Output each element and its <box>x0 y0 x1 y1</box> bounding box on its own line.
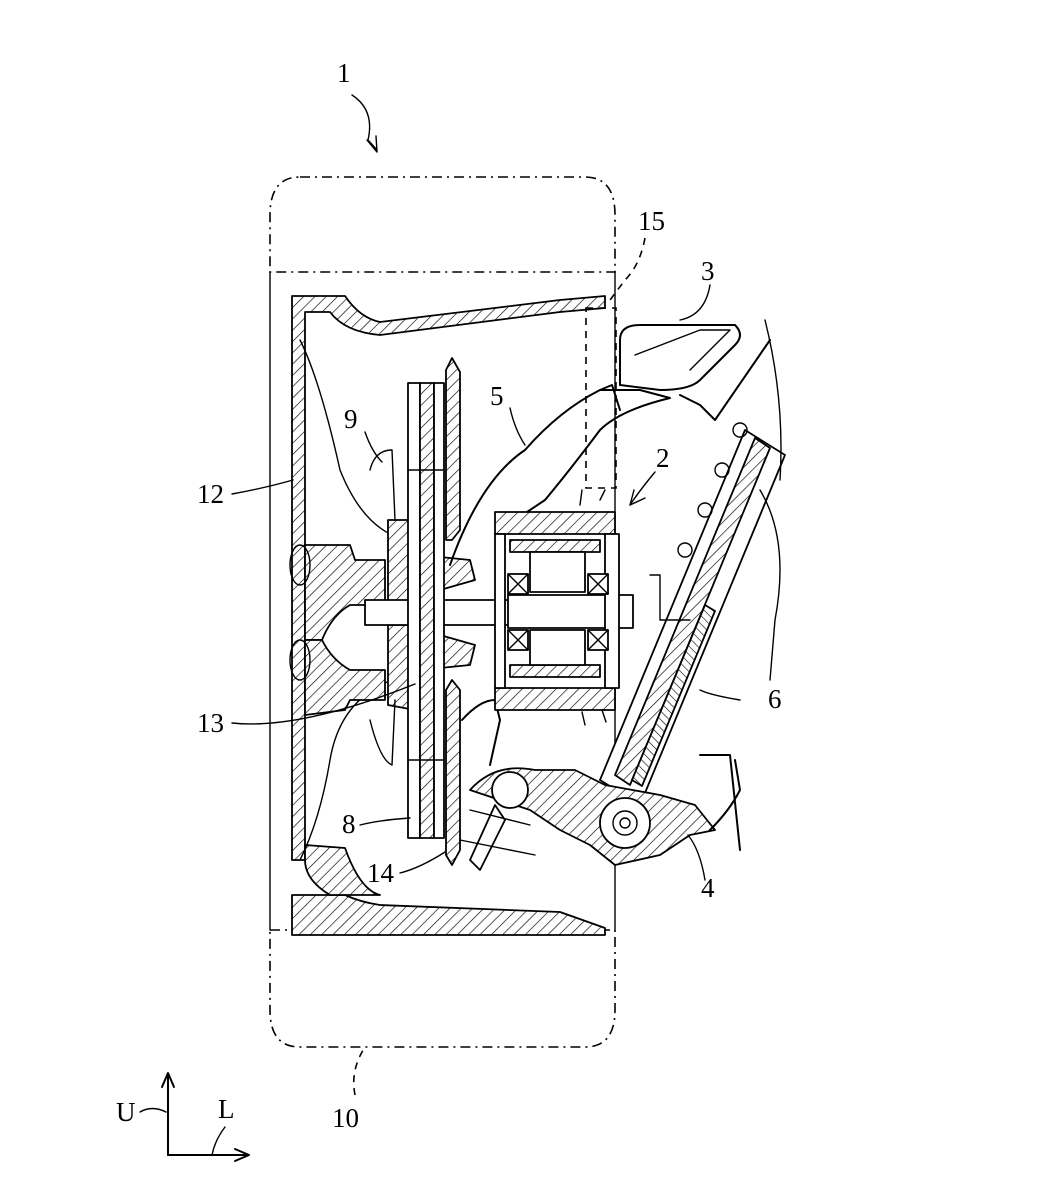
shock-absorber <box>599 319 786 806</box>
brake-disc <box>407 382 445 839</box>
axis-label-up: U <box>116 1097 136 1127</box>
label-lower-arm: 4 <box>701 873 715 903</box>
leader-lines <box>231 94 741 1096</box>
virtual-region <box>585 307 617 489</box>
dust-cover <box>445 357 461 866</box>
wheel-disc-web <box>289 544 386 716</box>
lower-ball-joint <box>459 771 536 871</box>
brake-caliper <box>369 449 396 766</box>
label-shock-absorber: 6 <box>768 684 782 714</box>
label-upper-arm: 3 <box>701 256 715 286</box>
label-hub: 13 <box>197 708 224 738</box>
label-wheel-assembly: 1 <box>337 58 351 88</box>
label-brake-disc: 8 <box>342 809 356 839</box>
axis-label-left: L <box>218 1094 235 1124</box>
label-knuckle: 5 <box>490 381 504 411</box>
in-wheel-motor <box>494 489 620 726</box>
direction-axes: U L <box>116 1072 250 1162</box>
label-dust-cover: 14 <box>367 858 395 888</box>
lower-arm <box>469 754 741 866</box>
reference-numerals: 1 15 3 5 9 2 12 6 13 8 14 4 10 <box>197 58 782 1133</box>
label-tire: 10 <box>332 1103 359 1133</box>
upper-arm <box>619 324 771 421</box>
label-rim: 12 <box>197 479 224 509</box>
label-brake-caliper: 9 <box>344 404 358 434</box>
label-virtual-region: 15 <box>638 206 665 236</box>
label-motor: 2 <box>656 443 670 473</box>
